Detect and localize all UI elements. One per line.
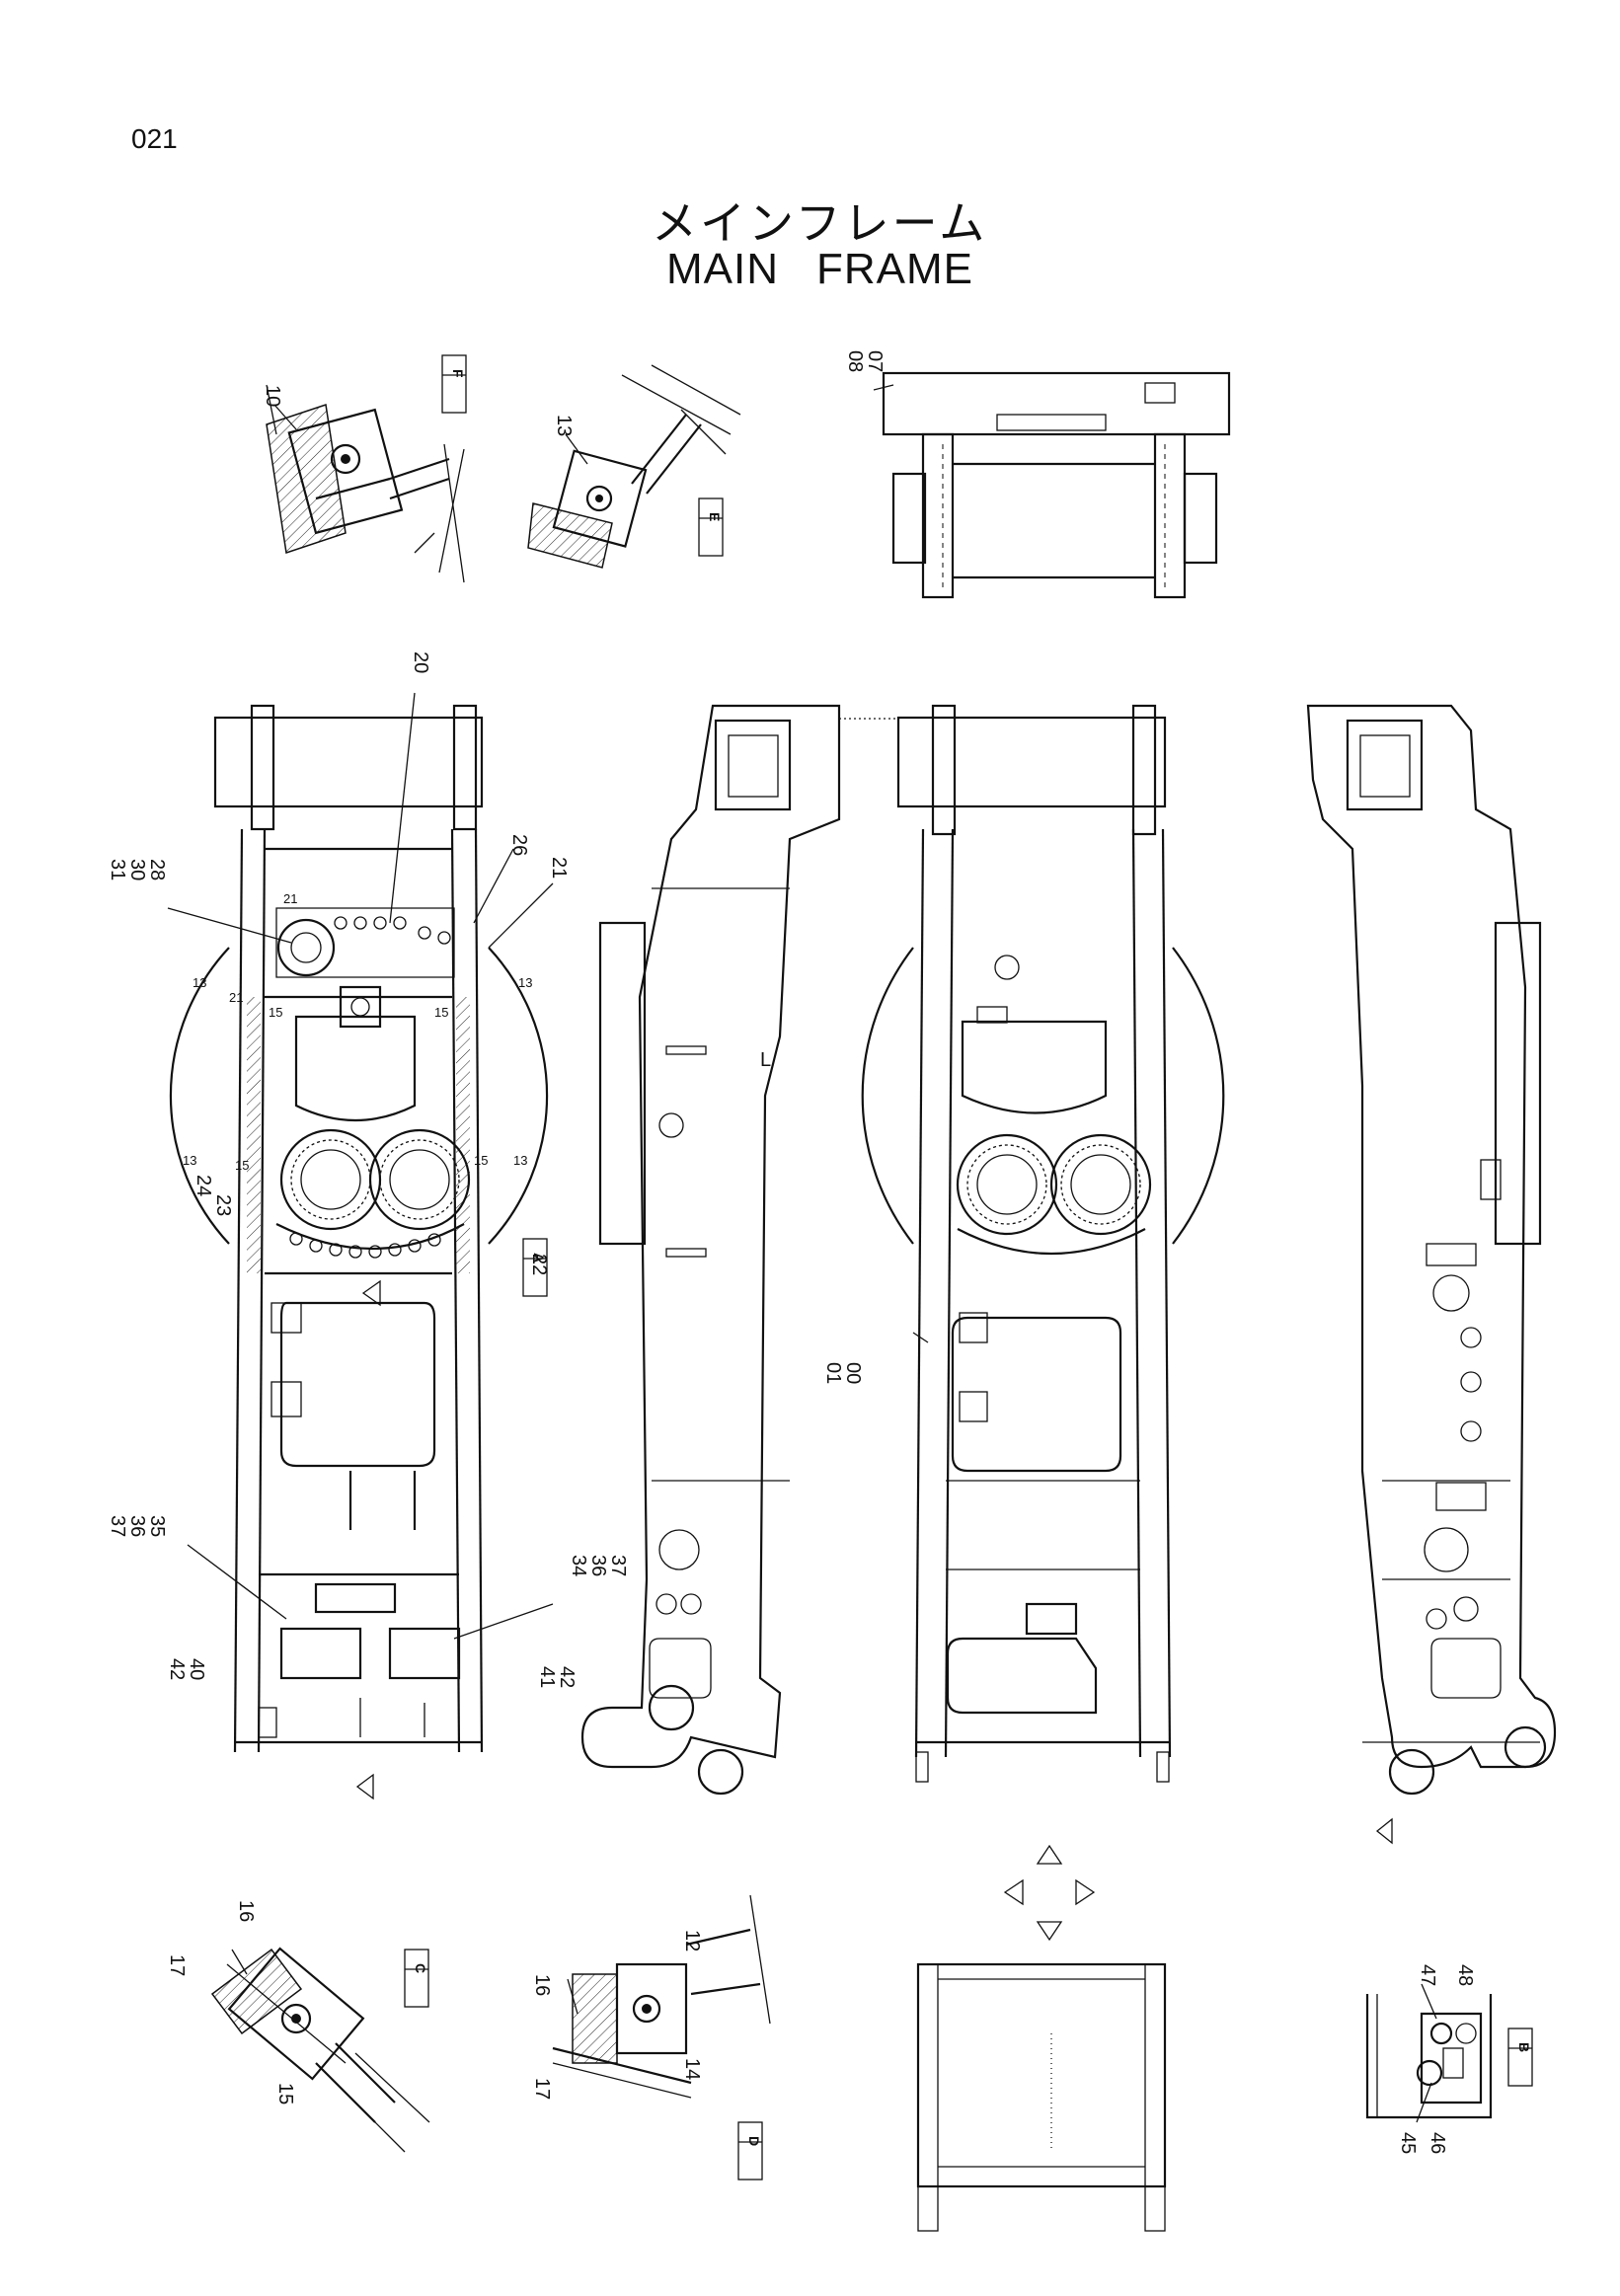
part-label-36b: 36 bbox=[587, 1555, 609, 1576]
part-label-21-small-b: 21 bbox=[229, 990, 243, 1005]
part-label-22: 22 bbox=[528, 1254, 550, 1275]
part-label-15-small-a: 15 bbox=[269, 1005, 282, 1020]
plan-view-sectioned bbox=[169, 704, 549, 1800]
part-label-15-small-d: 15 bbox=[474, 1153, 488, 1168]
title-english-word-1: MAIN bbox=[666, 245, 779, 293]
detail-section-e bbox=[527, 364, 741, 569]
page-number: 021 bbox=[131, 123, 178, 154]
part-label-21: 21 bbox=[548, 857, 570, 879]
side-view-right bbox=[1306, 704, 1557, 1845]
section-letter-d: D bbox=[746, 2136, 762, 2146]
leader-lines bbox=[167, 384, 1437, 2123]
part-label-30: 30 bbox=[126, 859, 148, 880]
frame-mark-l: L bbox=[760, 1049, 771, 1071]
part-label-17: 17 bbox=[166, 1954, 188, 1976]
section-letter-c: C bbox=[413, 1963, 428, 1973]
part-label-14: 14 bbox=[681, 2058, 703, 2080]
part-label-13-small-a: 13 bbox=[193, 975, 206, 990]
detail-section-b bbox=[1365, 1994, 1493, 2119]
detail-section-c bbox=[210, 1947, 430, 2153]
section-letter-a: A bbox=[531, 1253, 547, 1263]
detail-section-f bbox=[266, 384, 465, 583]
title-english-word-2: FRAME bbox=[816, 245, 973, 293]
part-label-13-small-b: 13 bbox=[518, 975, 532, 990]
part-label-20: 20 bbox=[410, 651, 431, 673]
section-tag-d bbox=[737, 2121, 763, 2181]
part-label-42b: 42 bbox=[556, 1666, 578, 1688]
section-letters: F E A C D B bbox=[413, 369, 1532, 2146]
part-label-24: 24 bbox=[193, 1175, 214, 1196]
section-letter-e: E bbox=[707, 512, 723, 521]
part-label-10: 10 bbox=[262, 385, 283, 407]
part-label-35: 35 bbox=[146, 1515, 168, 1537]
part-label-48: 48 bbox=[1454, 1964, 1476, 1986]
top-view bbox=[882, 371, 1231, 599]
part-label-28: 28 bbox=[146, 859, 168, 880]
part-label-00: 00 bbox=[842, 1362, 864, 1384]
part-label-17b: 17 bbox=[531, 2078, 553, 2100]
section-letter-f: F bbox=[450, 369, 466, 378]
part-label-15: 15 bbox=[274, 2083, 296, 2105]
part-label-31: 31 bbox=[107, 859, 128, 880]
part-label-13-small-d: 13 bbox=[513, 1153, 527, 1168]
section-tag-a bbox=[522, 1238, 548, 1297]
part-label-13: 13 bbox=[553, 415, 575, 436]
part-label-47: 47 bbox=[1417, 1964, 1438, 1986]
part-label-45: 45 bbox=[1397, 2132, 1419, 2154]
section-tag-b bbox=[1507, 2028, 1533, 2087]
part-label-41: 41 bbox=[536, 1666, 558, 1688]
part-label-16b: 16 bbox=[531, 1974, 553, 1996]
part-label-36: 36 bbox=[126, 1515, 148, 1537]
title-japanese: メインフレーム bbox=[652, 196, 988, 250]
part-label-01: 01 bbox=[822, 1362, 844, 1384]
part-label-40: 40 bbox=[186, 1658, 207, 1680]
part-label-13-small-c: 13 bbox=[183, 1153, 196, 1168]
part-label-16: 16 bbox=[235, 1900, 257, 1922]
part-label-37: 37 bbox=[107, 1515, 128, 1537]
section-tag-c bbox=[404, 1949, 429, 2008]
direction-compass bbox=[1003, 1844, 1096, 1942]
part-label-46: 46 bbox=[1427, 2132, 1448, 2154]
part-label-15-small-c: 15 bbox=[235, 1158, 249, 1173]
part-label-21-small-a: 21 bbox=[283, 891, 297, 906]
part-labels: 10 13 08 07 20 31 30 28 26 21 24 23 22 0… bbox=[107, 350, 1476, 2154]
part-label-42: 42 bbox=[166, 1658, 188, 1680]
title-english: MAIN FRAME bbox=[666, 245, 973, 294]
rear-view bbox=[916, 1962, 1167, 2232]
part-label-26: 26 bbox=[508, 834, 530, 856]
side-view-left bbox=[580, 704, 841, 1796]
detail-section-d bbox=[552, 1894, 771, 2099]
section-letter-b: B bbox=[1516, 2042, 1532, 2052]
part-label-23: 23 bbox=[212, 1194, 234, 1216]
part-label-34: 34 bbox=[568, 1555, 589, 1576]
part-label-12: 12 bbox=[681, 1930, 703, 1952]
part-label-07: 07 bbox=[864, 350, 886, 372]
section-tag-f bbox=[441, 354, 467, 414]
part-label-08: 08 bbox=[844, 350, 866, 372]
part-label-15-small-b: 15 bbox=[434, 1005, 448, 1020]
plan-view-center bbox=[861, 704, 1225, 1783]
part-label-37b: 37 bbox=[607, 1555, 629, 1576]
section-tag-e bbox=[698, 497, 724, 557]
